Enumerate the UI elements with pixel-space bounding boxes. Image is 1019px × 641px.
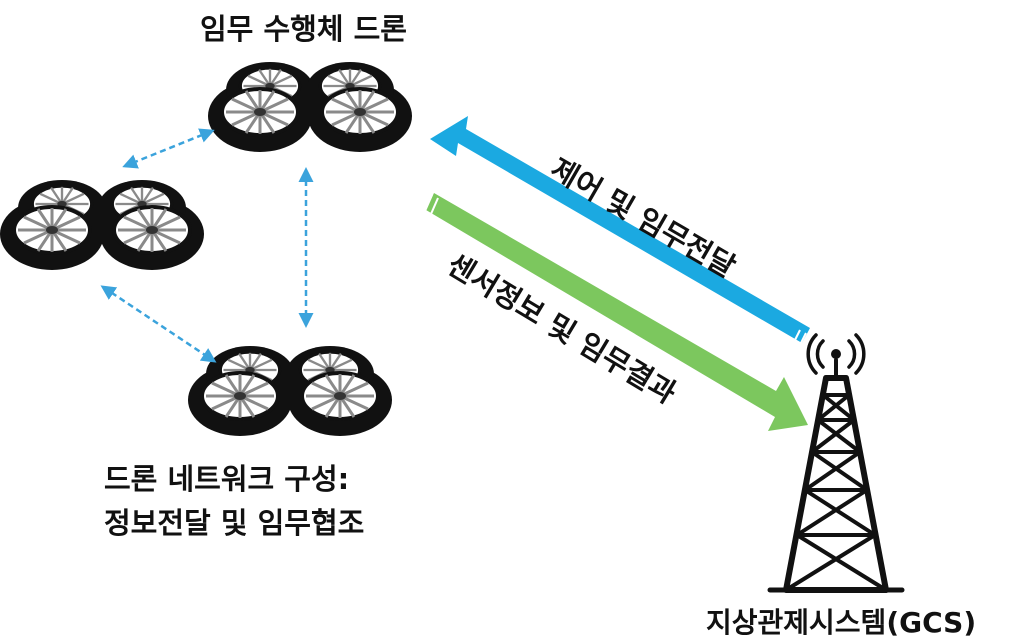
mesh-link-top-left [122, 128, 215, 169]
drone-left-icon [0, 180, 204, 270]
network-label-line2: 정보전달 및 임무협조 [104, 506, 365, 540]
network-label-line1: 드론 네트워크 구성: [104, 462, 350, 496]
drone-bottom-icon [188, 346, 392, 436]
control-link-arrow [430, 116, 810, 348]
drone-top-icon [208, 62, 412, 152]
mesh-link-left-bottom [100, 285, 217, 363]
gcs-label: 지상관제시스템(GCS) [706, 606, 977, 639]
mission-drone-label: 임무 수행체 드론 [200, 12, 407, 46]
radio-tower-icon [767, 333, 905, 593]
sensor-link-arrow [424, 193, 808, 431]
